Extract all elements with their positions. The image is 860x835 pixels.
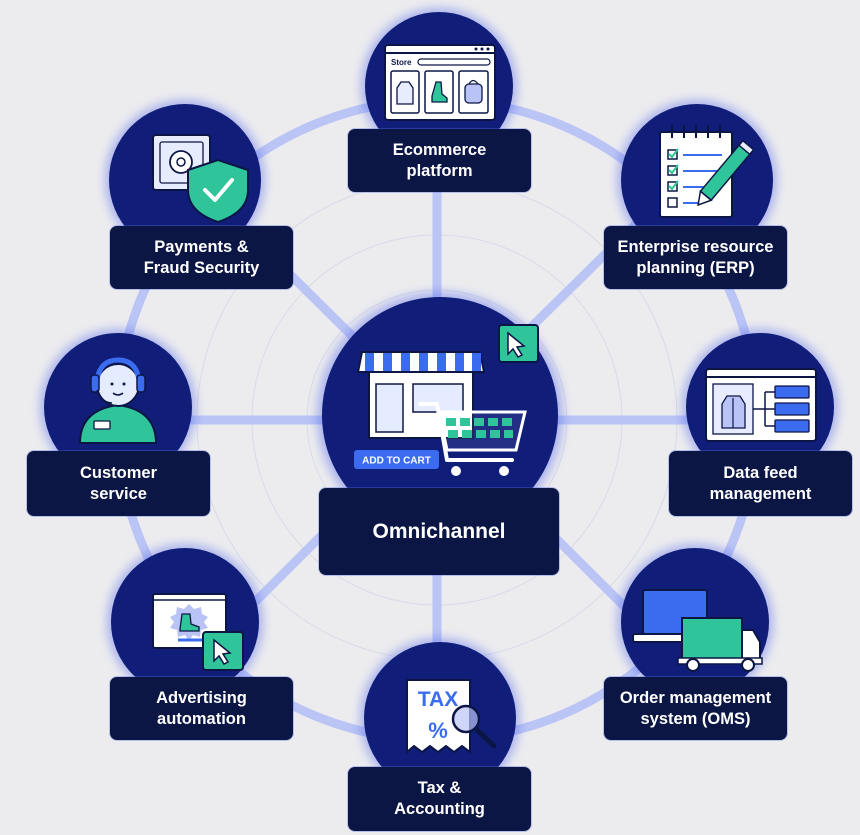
label-tax-accounting: Tax & Accounting bbox=[348, 767, 531, 831]
safe-shield-icon bbox=[152, 134, 249, 224]
add-to-cart-label: ADD TO CART bbox=[362, 456, 431, 467]
label-omnichannel: Omnichannel bbox=[319, 488, 559, 575]
add-to-cart-button[interactable]: ADD TO CART bbox=[354, 450, 439, 469]
store-label: Store bbox=[391, 58, 412, 67]
laptop-truck-icon bbox=[632, 589, 763, 672]
checklist-icon bbox=[659, 125, 755, 218]
label-advertising-automation: Advertising automation bbox=[110, 677, 293, 740]
cursor-badge-icon bbox=[498, 324, 539, 363]
store-browser-icon: Store bbox=[384, 44, 496, 121]
label-customer-service: Customer service bbox=[27, 451, 210, 516]
data-feed-icon bbox=[705, 368, 817, 442]
label-payments-fraud-security: Payments & Fraud Security bbox=[110, 226, 293, 289]
label-erp: Enterprise resource planning (ERP) bbox=[604, 226, 787, 289]
label-order-management: Order management system (OMS) bbox=[604, 677, 787, 740]
receipt-percent-text: % bbox=[428, 718, 448, 743]
label-data-feed-management: Data feed management bbox=[669, 451, 852, 516]
tax-receipt-icon: TAX % bbox=[406, 679, 497, 755]
ad-banner-icon bbox=[152, 593, 244, 671]
receipt-tax-text: TAX bbox=[418, 688, 458, 711]
shopping-cart-icon bbox=[418, 402, 527, 476]
agent-headset-icon bbox=[78, 357, 158, 444]
label-ecommerce-platform: Ecommerce platform bbox=[348, 129, 531, 192]
